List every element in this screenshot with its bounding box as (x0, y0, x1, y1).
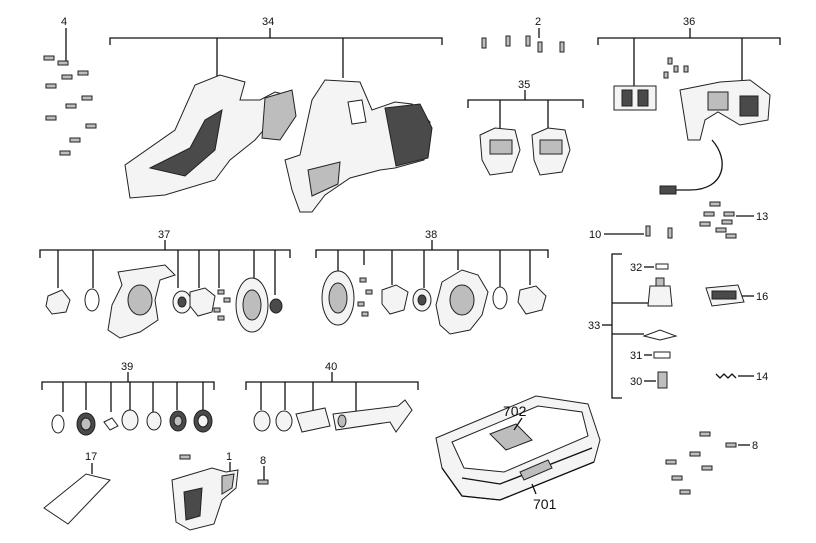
label-17: 17 (85, 451, 97, 463)
label-35: 35 (518, 79, 530, 91)
label-34: 34 (262, 16, 274, 28)
label-36: 36 (683, 16, 695, 28)
label-31: 31 (630, 350, 642, 362)
label-38: 38 (425, 229, 437, 241)
label-701: 701 (533, 496, 557, 512)
label-40: 40 (325, 361, 337, 373)
part-701-702-carry-case: 702 701 (435, 395, 601, 512)
part-40-plunger: 40 (245, 361, 419, 433)
label-39: 39 (121, 361, 133, 373)
label-16: 16 (756, 291, 768, 303)
label-13: 13 (756, 211, 768, 223)
part-35-holders: 35 (467, 79, 584, 176)
part-16-switch-cover: 16 (705, 284, 768, 307)
label-702: 702 (503, 403, 527, 419)
part-33-switch-assembly: 33 32 31 30 (588, 253, 678, 399)
part-34-housing: 34 (109, 16, 443, 213)
label-10: 10 (589, 229, 601, 241)
label-32: 32 (630, 262, 642, 274)
part-1-bracket: 1 (171, 451, 239, 531)
label-14: 14 (756, 371, 768, 383)
part-36-electronics: 36 (597, 16, 781, 195)
part-14-spring: 14 (715, 371, 768, 383)
label-1: 1 (226, 451, 232, 463)
part-8-screws-left: 8 (257, 455, 269, 485)
part-17-label: 17 (43, 451, 111, 525)
part-8-screws-right: 8 (665, 431, 758, 495)
label-33: 33 (588, 320, 600, 332)
label-37: 37 (158, 229, 170, 241)
label-2: 2 (535, 16, 541, 28)
part-13-screws: 13 (699, 201, 768, 239)
label-8b: 8 (752, 440, 758, 452)
label-30: 30 (630, 376, 642, 388)
part-10-screws: 10 (589, 225, 673, 241)
part-4-screws: 4 (43, 16, 97, 156)
part-39-parts: 39 (41, 361, 215, 436)
label-8a: 8 (260, 455, 266, 467)
label-4: 4 (61, 16, 67, 28)
part-38-gearbox: 38 (315, 229, 549, 335)
part-37-gearbox: 37 (39, 229, 291, 339)
part-2-screws: 2 (481, 16, 565, 53)
